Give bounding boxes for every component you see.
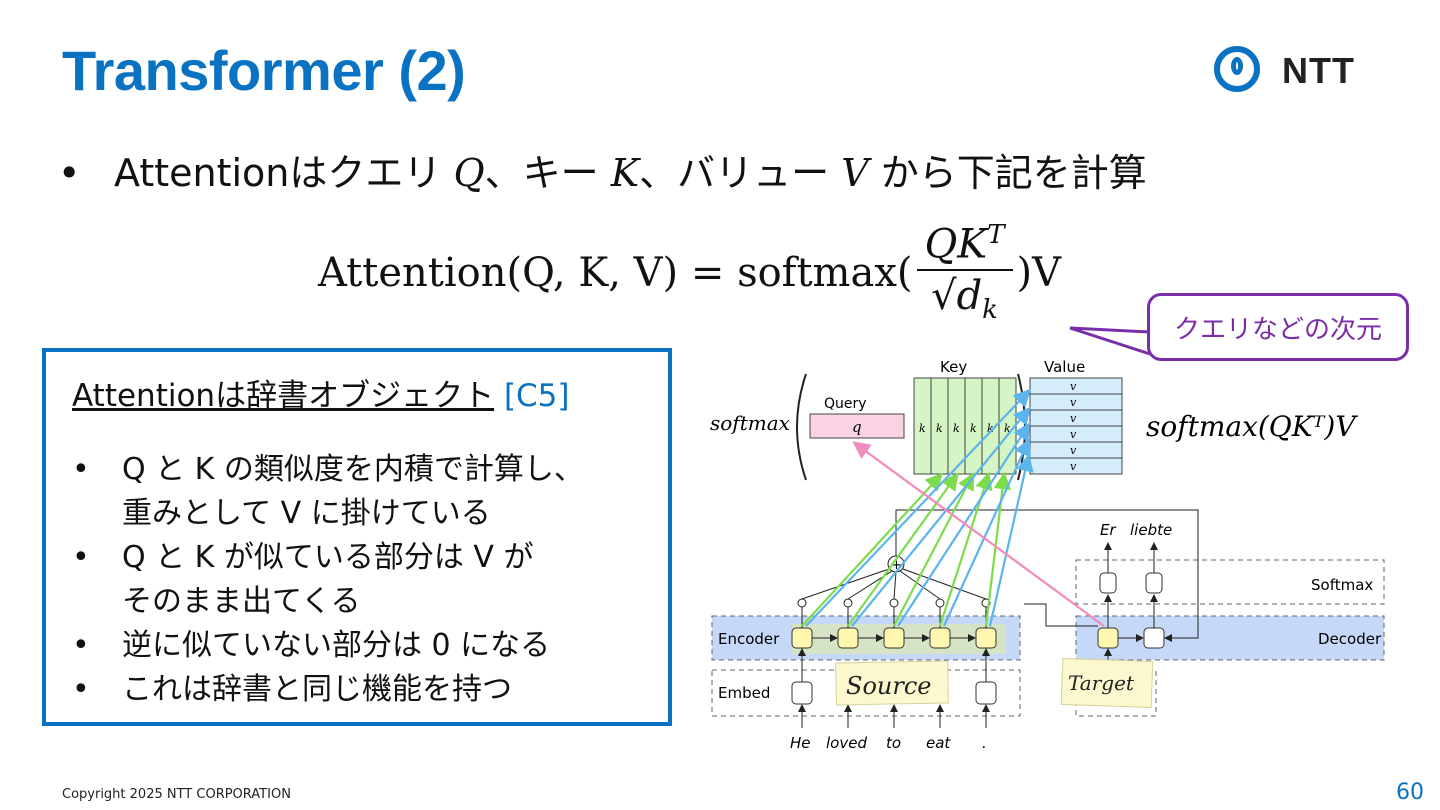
svg-text:v: v [1070,428,1077,441]
list-item: Q と K の類似度を内積で計算し、重みとして V に掛けている [72,448,584,536]
attention-formula: Attention(Q, K, V) = softmax( QKT √dk )V [318,210,1061,335]
bullet-var-v: V [841,151,869,195]
svg-text:v: v [1070,380,1077,393]
svg-text:He: He [790,734,811,752]
key-label: Key [940,358,967,376]
svg-text:+: + [891,558,902,573]
output-word-liebte: liebte [1130,521,1172,539]
bullet-text-4: から下記を計算 [868,151,1147,195]
slide-title: Transformer (2) [62,39,466,102]
callout-tail [1069,326,1151,356]
output-word-er: Er [1100,521,1116,539]
bullet-text-1: Attentionはクエリ [114,151,454,195]
svg-text:k: k [936,422,943,435]
softmax-layer [1075,559,1385,605]
formula-lhs: Attention(Q, K, V) = softmax( [318,249,913,296]
dimension-callout: クエリなどの次元 [1147,293,1409,361]
svg-text:k: k [1004,422,1011,435]
target-note: Target [1060,657,1154,709]
box-title: Attentionは辞書オブジェクト [C5] [72,378,570,414]
svg-text:k: k [970,422,977,435]
list-item: これは辞書と同じ機能を持つ [72,668,584,712]
bullet-var-q: Q [453,151,485,195]
svg-text:to: to [886,734,901,752]
value-cells: vv vv vv [1070,380,1077,473]
formula-denominator: √dk [931,273,998,326]
key-arrows [801,471,1012,627]
bullet-text-2: 、キー [484,151,611,195]
main-bullet: • Attentionはクエリ Q、キー K、バリュー V から下記を計算 [58,142,1147,197]
softmax-handwritten: softmax [710,411,790,435]
bullet-text-3: 、バリュー [639,151,842,195]
svg-text:k: k [987,422,994,435]
ntt-logo: NTT [1212,44,1372,104]
bullet-dot: • [58,151,81,195]
encoder-label: Encoder [718,630,780,648]
formula-rhs: )V [1016,249,1062,296]
svg-text:v: v [1070,412,1077,425]
query-arrow [852,441,1105,627]
svg-text:Source: Source [846,672,931,700]
dictionary-box: Attentionは辞書オブジェクト [C5] Q と K の類似度を内積で計算… [42,348,672,726]
query-label: Query [824,396,867,412]
svg-text:k: k [919,422,926,435]
copyright: Copyright 2025 NTT CORPORATION [62,787,291,802]
svg-text:k: k [953,422,960,435]
query-cell [809,413,905,439]
formula-fraction: QKT √dk [916,220,1013,326]
input-words: He loved to eat . [790,734,987,752]
decoder-label: Decoder [1318,630,1382,648]
source-note: Source [835,660,949,706]
query-q: q [852,418,862,436]
ntt-logo-text: NTT [1282,50,1355,91]
page-number: 60 [1396,780,1424,805]
box-list: Q と K の類似度を内積で計算し、重みとして V に掛けている Q と K が… [72,448,584,712]
list-item: 逆に似ていない部分は 0 になる [72,624,584,668]
formula-numerator: QKT [916,220,1013,272]
embed-label: Embed [718,684,770,702]
ntt-logo-icon [1214,46,1260,92]
svg-text:.: . [982,734,987,752]
left-paren [796,373,807,481]
bullet-var-k: K [610,151,640,195]
svg-text:v: v [1070,396,1077,409]
svg-text:v: v [1070,460,1077,473]
svg-text:Target: Target [1068,671,1135,695]
svg-text:loved: loved [826,734,867,752]
value-label: Value [1044,358,1085,376]
encoder-nodes [791,627,997,649]
svg-text:v: v [1070,444,1077,457]
svg-text:eat: eat [926,734,951,752]
value-arrows [805,388,1034,627]
softmax-formula-right: softmax(QKᵀ)V [1146,410,1358,443]
softmax-layer-label: Softmax [1311,576,1373,594]
citation: [C5] [503,378,570,414]
